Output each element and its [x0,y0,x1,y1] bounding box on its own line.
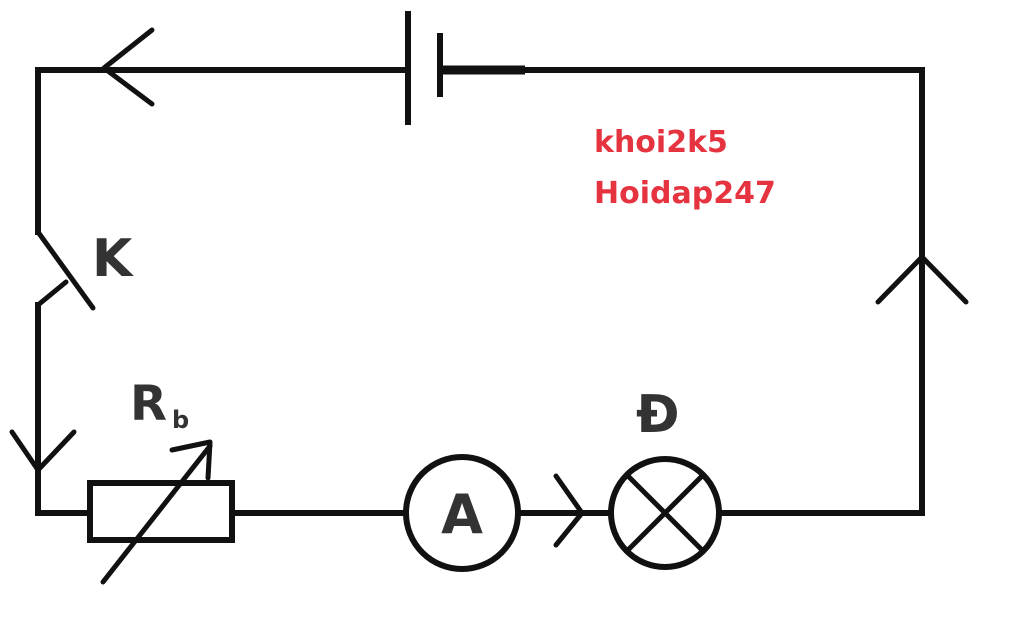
ammeter [403,454,521,572]
rheostat-arrow-head [169,439,213,481]
ammeter-circle [403,454,521,572]
watermark-line-1: khoi2k5 [594,125,728,160]
arrow-top-left [101,27,155,107]
lamp-label: Đ [636,385,680,445]
arrow-left-down [9,429,77,473]
lamp [608,456,722,570]
rheostat-label: R [130,376,167,432]
switch-blade [35,229,96,311]
switch-contact [35,279,69,308]
ammeter-label: A [441,483,483,546]
battery-symbol [405,11,525,125]
circuit-wires [35,67,925,516]
switch-label: K [92,229,134,289]
lamp-cross-2 [624,472,706,554]
rheostat-rb [87,439,235,585]
arrow-right-up [875,254,969,305]
watermark-line-2: Hoidap247 [594,176,776,211]
rheostat-slider-arrow [100,443,213,585]
rheostat-subscript: b [172,406,189,434]
current-arrows [9,27,969,548]
arrow-bottom-right [553,473,585,548]
switch-k [35,229,96,311]
